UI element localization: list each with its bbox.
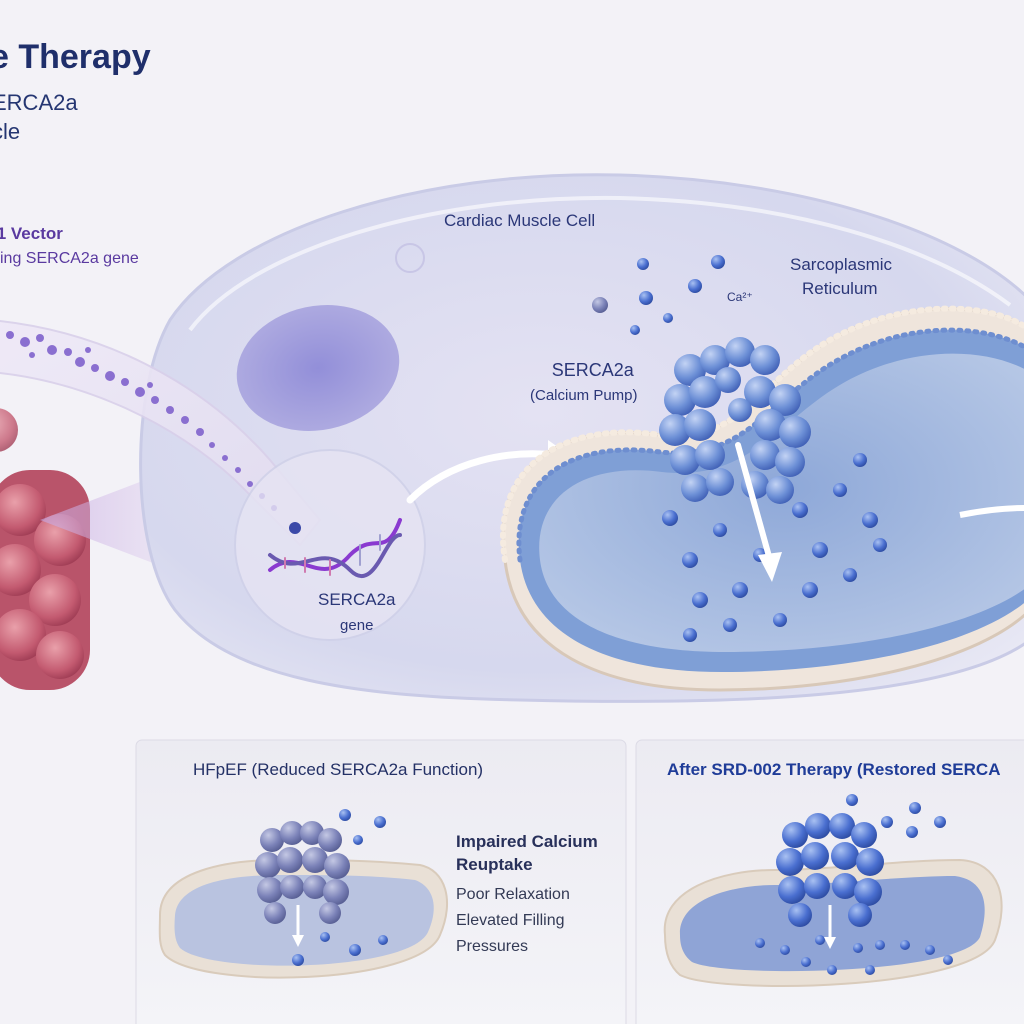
effect-item: Poor Relaxation (456, 886, 570, 903)
nucleus (236, 305, 400, 431)
calcium-ion-label: Ca²⁺ (727, 290, 753, 304)
vector-subtitle: ying SERCA2a gene (0, 250, 139, 267)
cell-label: Cardiac Muscle Cell (444, 211, 596, 230)
sr-label-line-1: Sarcoplasmic (790, 255, 893, 274)
impaired-heading-line-2: Reuptake (456, 855, 533, 874)
page-subtitle: ERCA2a cle (0, 88, 78, 146)
aav-vector-particles (6, 331, 277, 511)
page-title: e Therapy (0, 38, 151, 76)
gene-label: SERCA2a gene (318, 587, 395, 639)
subtitle-line-2: cle (0, 119, 21, 144)
gene-label-line-1: SERCA2a (318, 590, 396, 609)
pump-label-line-2: (Calcium Pump) (530, 387, 638, 404)
impaired-heading: Impaired Calcium Reuptake (456, 830, 598, 876)
hfpef-pump (255, 821, 350, 924)
pump-label-line-1: SERCA2a (551, 360, 634, 380)
dna-helix-icon (268, 518, 402, 579)
impaired-heading-line-1: Impaired Calcium (456, 832, 598, 851)
restored-pump (776, 813, 884, 927)
panel-hfpef-title: HFpEF (Reduced SERCA2a Function) (193, 760, 484, 779)
vector-title: /1 Vector (0, 224, 63, 243)
panel-after-title: After SRD-002 Therapy (Restored SERCA (667, 760, 1001, 779)
subtitle-line-1: ERCA2a (0, 90, 78, 115)
impaired-effects-list: Poor Relaxation Elevated Filling Pressur… (456, 882, 570, 960)
muscle-fiber-bundle (0, 408, 90, 690)
effect-item: Pressures (456, 938, 529, 955)
effect-item: Elevated Filling (456, 912, 565, 929)
calcium-flow-arrow (735, 442, 773, 563)
sr-label-line-2: Reticulum (802, 279, 878, 298)
hfpef-ions (292, 809, 388, 966)
calcium-ions-cytosol (592, 255, 725, 335)
expression-arrow (406, 450, 559, 504)
serca2a-pump (659, 337, 811, 504)
sr-label: Sarcoplasmic Reticulum (790, 253, 892, 301)
restored-ions (755, 794, 953, 975)
pump-label: SERCA2a (Calcium Pump) (530, 357, 638, 409)
gene-label-line-2: gene (340, 617, 374, 634)
hfpef-sr (158, 858, 449, 979)
gene-region (234, 449, 426, 641)
